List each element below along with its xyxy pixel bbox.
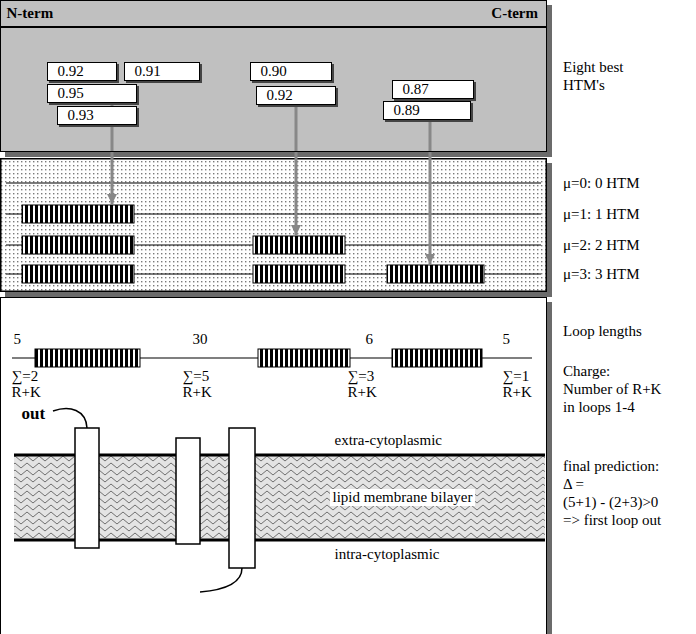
topology-panel-ground: [0, 297, 547, 634]
score-value: 0.91: [135, 63, 161, 80]
side-note: Eight best HTM's: [563, 58, 653, 94]
terminus-label: C-term: [491, 5, 538, 22]
model-rows: [6, 183, 541, 274]
score-box: 0.87: [392, 80, 474, 99]
topology-panel: 53065∑=2R+K∑=5R+K∑=3R+K∑=1R+Koutextra-cy…: [0, 297, 547, 634]
score-box: 0.92: [256, 86, 336, 105]
formula-line: (5+1) - (2+3)>0: [563, 493, 658, 511]
score-value: 0.92: [58, 63, 84, 80]
formula-line: Δ =: [563, 475, 584, 493]
charge-sum: ∑=5: [183, 368, 210, 385]
charge-sum: ∑=3: [348, 368, 375, 385]
charge-sum: ∑=1: [503, 368, 530, 385]
terminus-label: N-term: [7, 5, 54, 22]
formula-line: => first loop out: [563, 511, 661, 529]
model-label: μ=2: 2 HTM: [563, 236, 640, 254]
n-terminal-tail: [53, 409, 87, 428]
selection-arrows: [112, 103, 430, 264]
helix-symbols: [75, 428, 255, 568]
c-terminal-tail: [200, 568, 242, 592]
loop-length: 30: [193, 331, 208, 348]
score-value: 0.89: [394, 102, 420, 119]
score-box: 0.89: [383, 101, 471, 120]
region-label: intra-cytoplasmic: [335, 546, 440, 563]
model-label: μ=0: 0 HTM: [563, 174, 640, 192]
side-note: Loop lengths: [563, 322, 642, 340]
loop-length: 5: [503, 331, 511, 348]
region-label: lipid membrane bilayer: [330, 489, 476, 506]
side-note: final prediction:: [563, 457, 659, 475]
loop-length: 5: [14, 331, 22, 348]
model-label: μ=3: 3 HTM: [563, 265, 640, 283]
charge-unit: R+K: [12, 384, 41, 401]
side-note: Charge:: [563, 362, 610, 380]
header-rule: [0, 26, 547, 28]
score-panel: N-term C-term 0.92 0.91 0.90 0.87 0.95 0.92 0.89…: [0, 0, 547, 152]
charge-unit: R+K: [503, 384, 532, 401]
htm-bars: [22, 205, 484, 283]
score-box: 0.93: [57, 106, 137, 125]
htm-bars: [35, 349, 482, 367]
orientation-label: out: [22, 404, 46, 423]
score-value: 0.95: [58, 85, 84, 102]
score-box: 0.91: [124, 62, 200, 81]
score-value: 0.90: [261, 63, 287, 80]
score-box: 0.95: [47, 84, 137, 103]
score-value: 0.92: [267, 87, 293, 104]
side-note: Number of R+K in loops 1-4: [563, 380, 665, 416]
region-label: extra-cytoplasmic: [335, 432, 442, 449]
charge-unit: R+K: [183, 384, 212, 401]
charge-unit: R+K: [348, 384, 377, 401]
charge-sum: ∑=2: [12, 368, 39, 385]
score-box: 0.92: [47, 62, 117, 81]
model-panel: [1, 159, 547, 292]
score-value: 0.87: [403, 81, 429, 98]
score-value: 0.93: [68, 107, 94, 124]
score-panel-ground: [0, 0, 547, 152]
model-label: μ=1: 1 HTM: [563, 205, 640, 223]
score-box: 0.90: [250, 62, 332, 81]
loop-length: 6: [366, 331, 374, 348]
